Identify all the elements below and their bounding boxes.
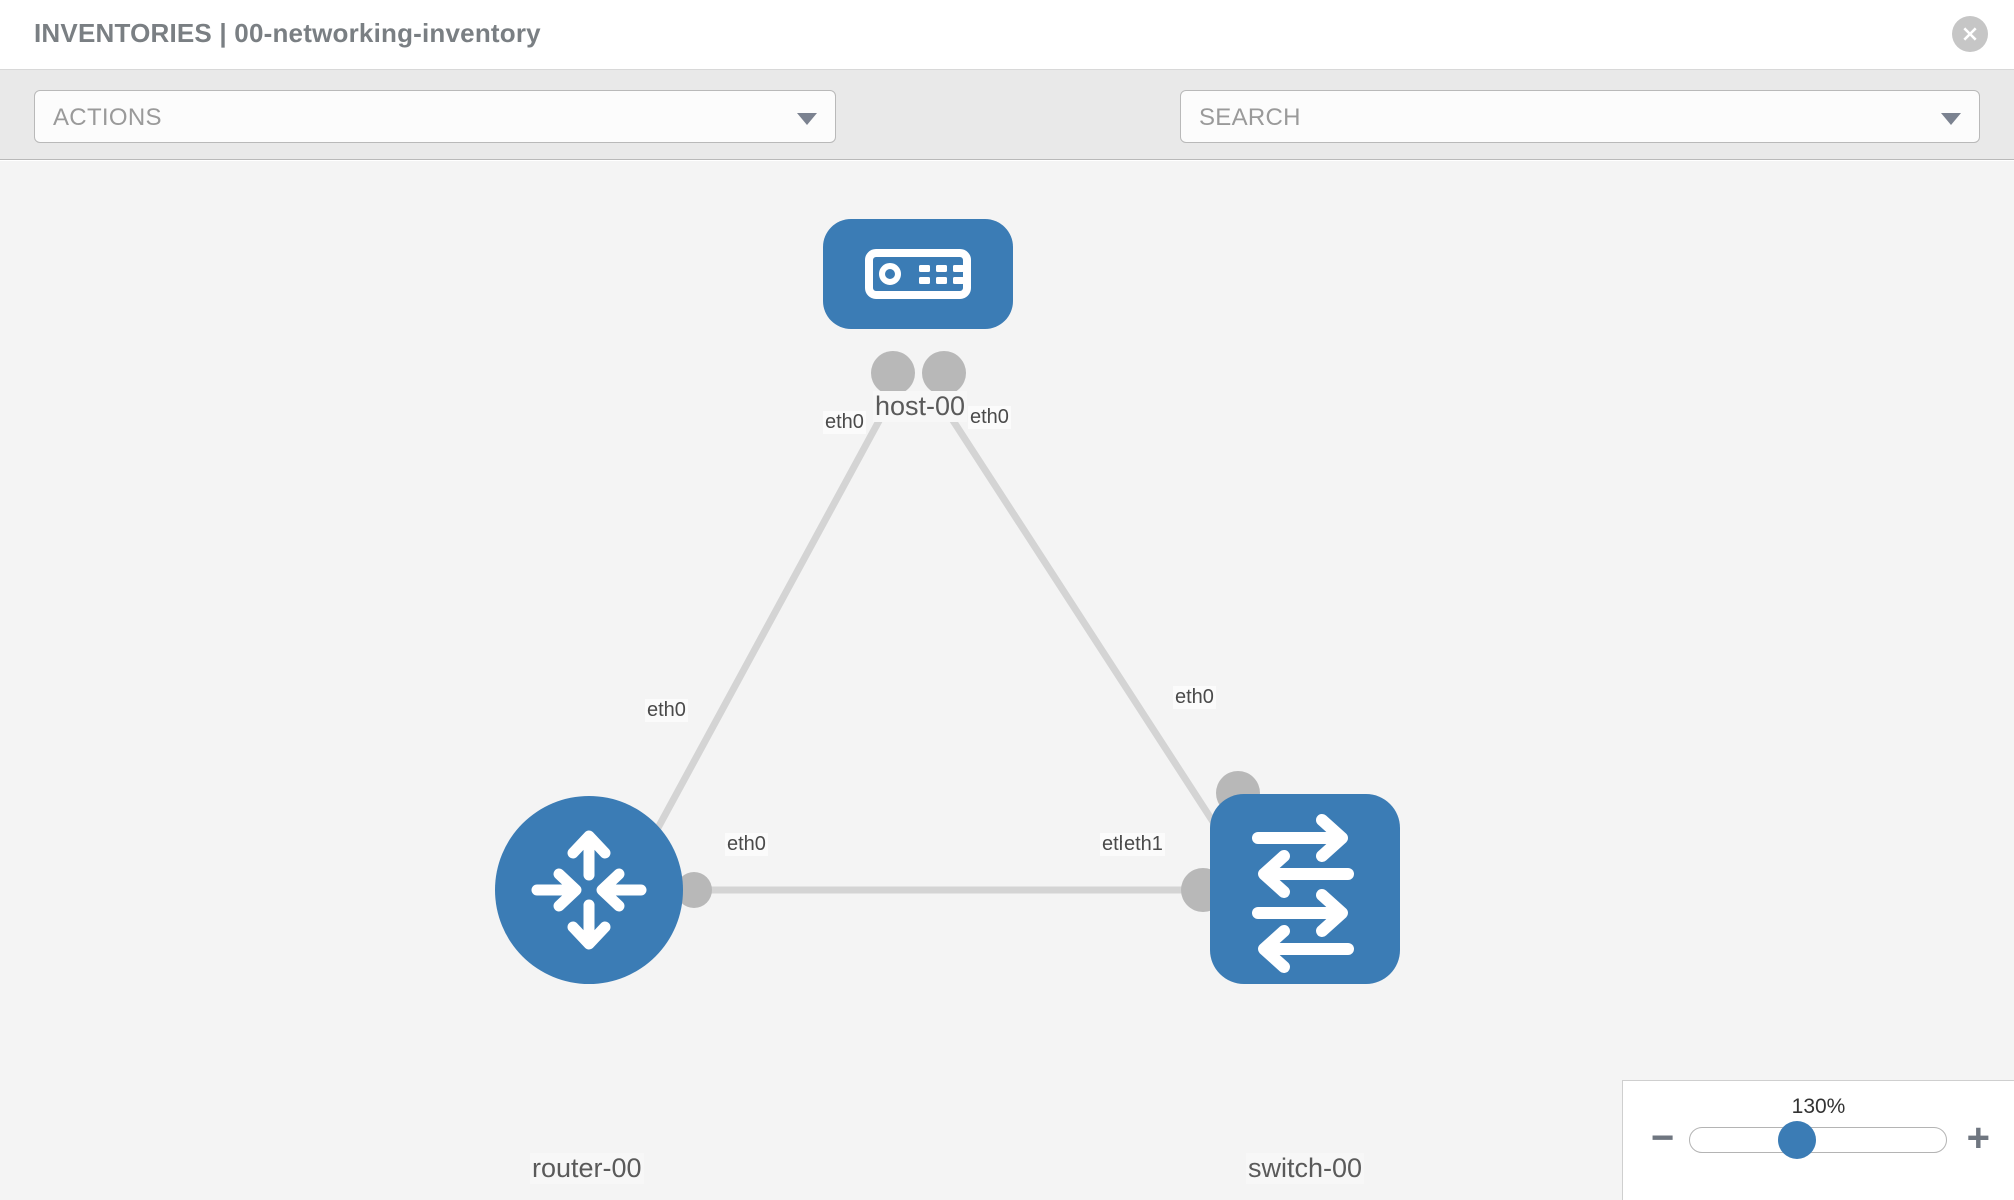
- chevron-down-icon: [1941, 113, 1961, 125]
- zoom-out-button[interactable]: −: [1651, 1116, 1675, 1160]
- topology-links: [636, 415, 1254, 894]
- switch-arrows-icon: [1252, 814, 1354, 973]
- nub-router-right: [676, 872, 712, 908]
- iface-label-switch-up: eth0: [1173, 686, 1216, 709]
- zoom-slider-thumb[interactable]: [1778, 1121, 1816, 1159]
- actions-dropdown[interactable]: ACTIONS: [34, 90, 836, 143]
- zoom-percent-label: 130%: [1791, 1095, 1846, 1118]
- toolbar: ACTIONS SEARCH: [0, 70, 2014, 200]
- node-host-00: [823, 219, 1013, 329]
- iface-label-host-right: eth0: [968, 406, 1011, 429]
- page-header: INVENTORIES | 00-networking-inventory: [0, 0, 2014, 70]
- node-label-host-00: host-00: [873, 391, 968, 422]
- chevron-down-icon: [797, 113, 817, 125]
- topology-canvas[interactable]: host-00 router-00 switch-00 eth0 eth0 et…: [0, 161, 2014, 1200]
- search-input[interactable]: SEARCH: [1180, 90, 1980, 143]
- node-label-switch-00: switch-00: [1246, 1153, 1365, 1184]
- nub-host-left: [871, 351, 915, 395]
- nub-host-right: [922, 351, 966, 395]
- close-icon[interactable]: [1952, 16, 1988, 52]
- zoom-in-button[interactable]: +: [1966, 1116, 1990, 1160]
- iface-label-router-up: eth0: [645, 699, 688, 722]
- zoom-slider-track[interactable]: [1689, 1127, 1947, 1153]
- router-arrows-icon: [531, 830, 647, 950]
- link-host-router: [636, 415, 884, 865]
- actions-dropdown-label: ACTIONS: [53, 104, 162, 131]
- zoom-control-panel: 130% − +: [1622, 1080, 2014, 1200]
- iface-label-switch-left: eth1: [1122, 833, 1165, 856]
- node-switch-00: [1210, 794, 1400, 984]
- search-placeholder: SEARCH: [1199, 104, 1301, 131]
- topology-graph: [495, 219, 1400, 984]
- node-label-router-00: router-00: [530, 1153, 644, 1184]
- node-router-00: [495, 796, 683, 984]
- iface-label-router-right: eth0: [725, 833, 768, 856]
- link-host-switch: [948, 415, 1236, 855]
- page-title: INVENTORIES | 00-networking-inventory: [34, 18, 541, 48]
- server-icon: [865, 249, 971, 299]
- iface-label-host-left: eth0: [823, 411, 866, 434]
